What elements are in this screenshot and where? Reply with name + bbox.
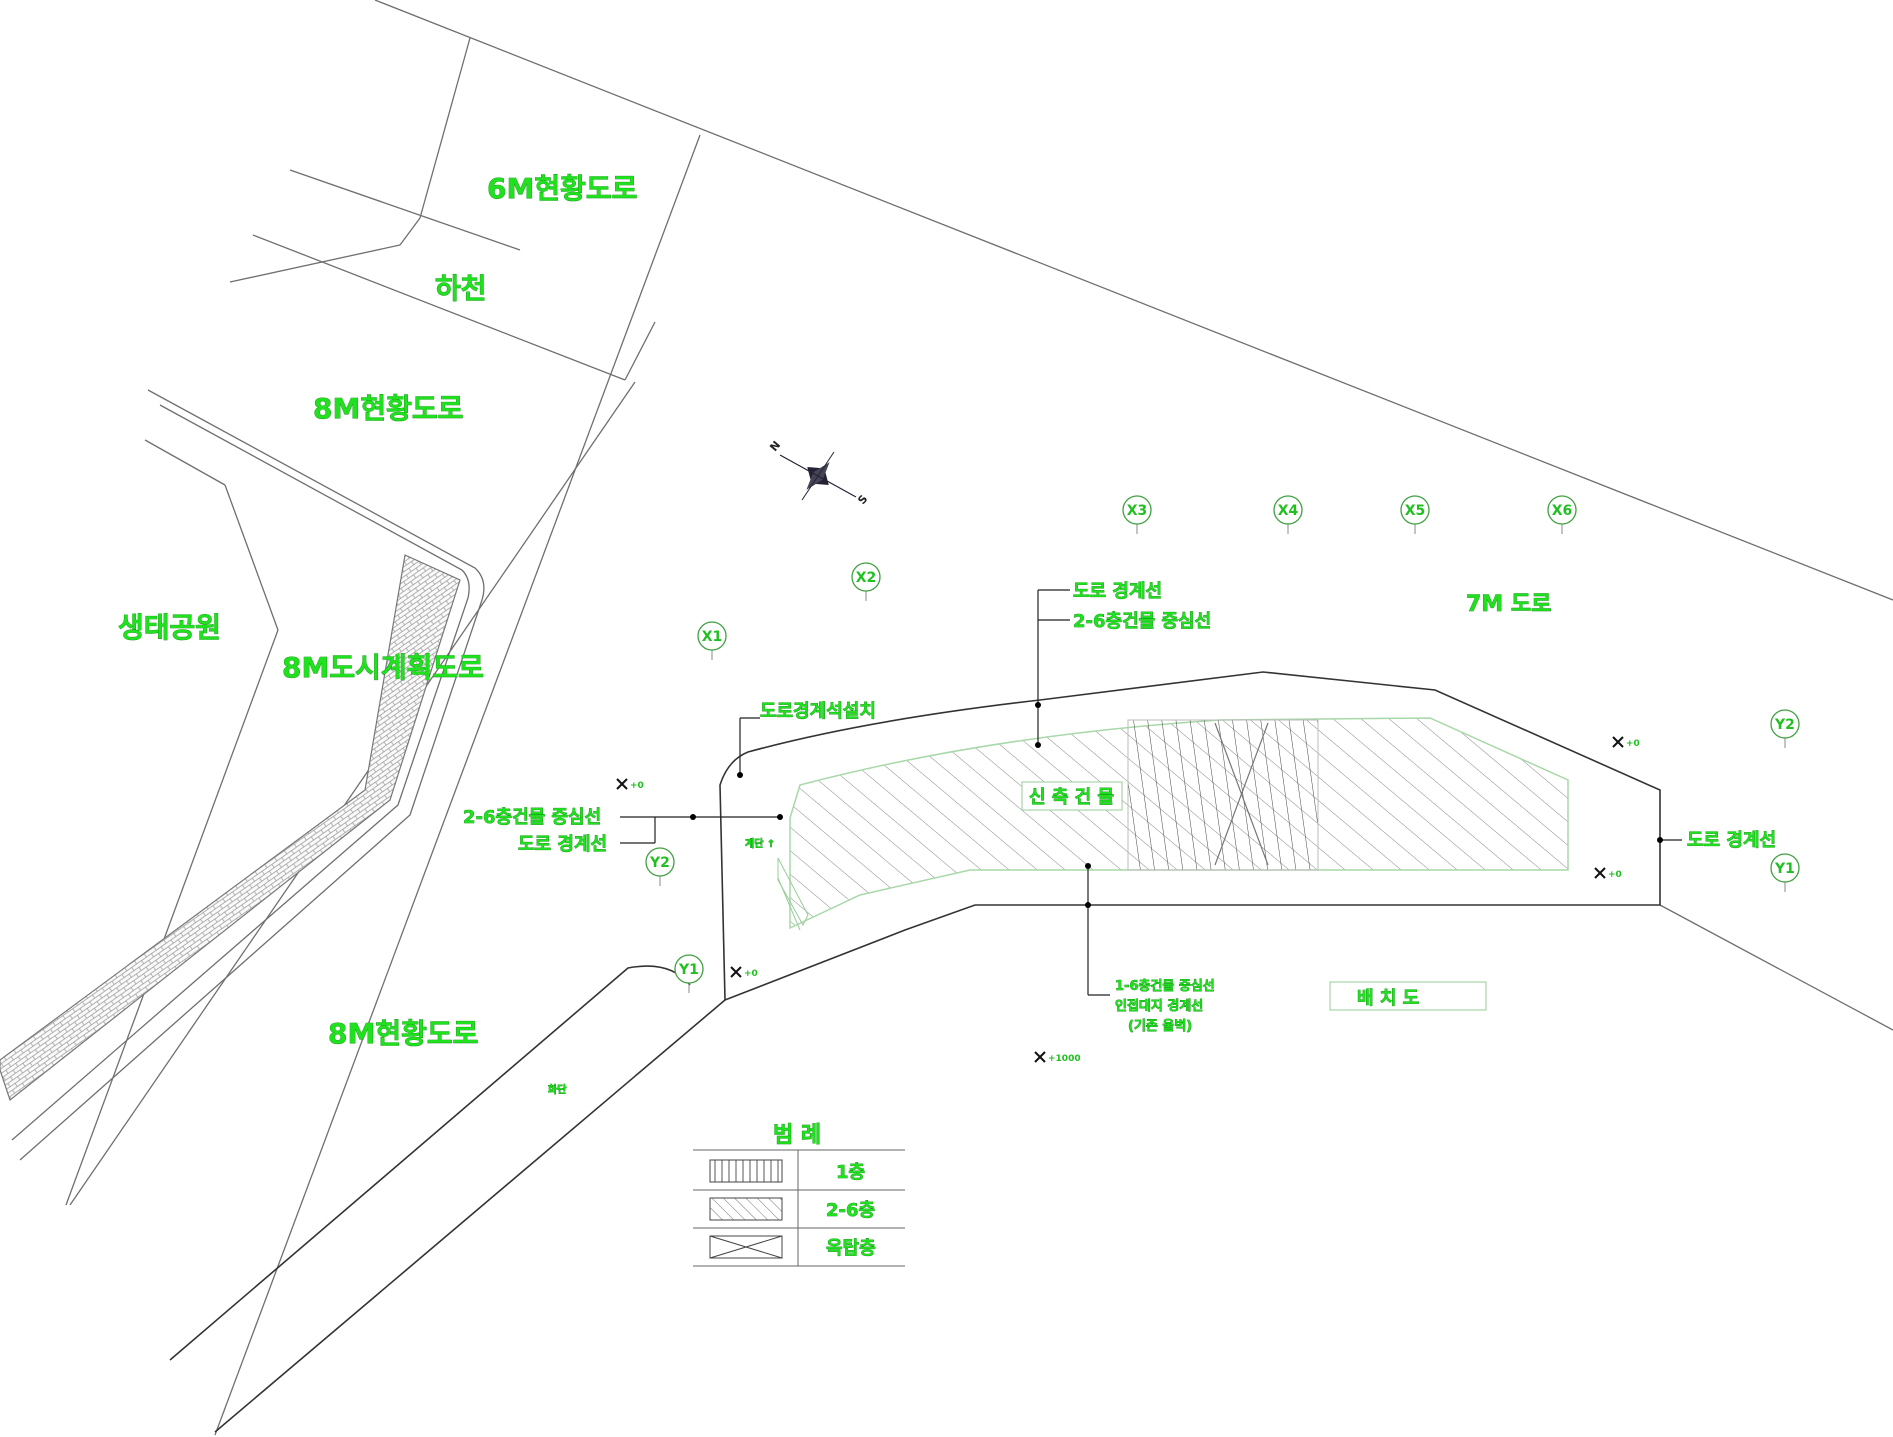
area-labels: 6M현황도로 하천 8M현황도로 생태공원 8M도시계획도로 8M현황도로 7M… [118,172,1552,1051]
legend: 범 례 1층 2-6층 옥탑층 [693,1123,905,1267]
annotation-labels: 도로 경계선 2-6층건물 중심선 도로경계석설치 2-6층건물 중심선 도로 … [463,581,1777,1097]
grid-marker-y2: Y2 [1770,709,1800,748]
grid-marker-x6: X6 [1547,495,1577,534]
label-road-boundary-right: 도로 경계선 [1687,830,1776,851]
level-markers: +0 +0 +0 +0 +1000 [616,736,1640,1064]
leader-lines [620,589,1682,996]
label-existing-fence: (기존 울벽) [1128,1018,1192,1034]
site-plan-title: 배 치 도 [1329,981,1487,1011]
grid-marker-text: X1 [702,629,723,645]
new-building-title: 신 축 건 물 [1021,781,1123,811]
grid-marker-text: Y2 [1774,717,1795,733]
label-eco-park: 생태공원 [118,611,221,644]
label-road-8m-bottom: 8M현황도로 [328,1017,478,1050]
compass-rose: N S [767,439,870,507]
level-marker: +0 [1594,867,1622,880]
label-road-7m: 7M 도로 [1466,592,1551,617]
grid-marker-text: Y1 [1774,861,1795,877]
grid-marker-y1: Y1 [1770,853,1800,892]
grid-marker-x2: X2 [851,562,881,601]
label-adjacent-boundary: 인접대지 경계선 [1115,998,1203,1014]
legend-label-rooftop: 옥탑층 [826,1238,876,1259]
label-road-boundary-top: 도로 경계선 [1073,581,1162,602]
grid-marker-x5: X5 [1400,495,1430,534]
compass-north: N [767,439,783,454]
legend-label-1f: 1층 [836,1162,865,1183]
legend-label-2-6f: 2-6층 [826,1200,875,1221]
label-new-building: 신 축 건 물 [1029,787,1114,808]
grid-marker-y1: Y1 [674,954,704,993]
legend-swatch-2-6f [709,1197,783,1221]
label-small-note-left: 화단 [548,1083,567,1096]
label-small-note-inner: 계단 ↑ [745,837,775,850]
level-marker-text: +0 [1608,870,1622,880]
label-curb-install: 도로경계석설치 [760,701,876,722]
label-road-8m-city: 8M도시계획도로 [282,651,484,684]
site-boundary [719,671,1661,1002]
label-bldg-centerline-top: 2-6층건물 중심선 [1073,611,1211,632]
grid-marker-text: X6 [1552,503,1573,519]
new-building-footprint [777,717,1569,931]
grid-marker-text: Y2 [649,855,670,871]
grid-marker-text: X2 [856,570,877,586]
label-stream: 하천 [435,272,487,305]
legend-title: 범 례 [773,1123,821,1148]
grid-marker-x4: X4 [1273,495,1303,534]
road-lines [65,0,1893,1436]
label-road-boundary-left: 도로 경계선 [518,834,607,855]
label-bldg-centerline-left: 2-6층건물 중심선 [463,807,601,828]
level-marker: +0 [730,966,758,979]
level-marker: +1000 [1034,1051,1081,1064]
label-road-6m: 6M현황도로 [487,172,637,205]
grid-marker-text: X4 [1278,503,1299,519]
level-marker-text: +0 [1626,739,1640,749]
grid-marker-x3: X3 [1122,495,1152,534]
level-marker: +0 [1612,736,1640,749]
level-marker-text: +0 [630,781,644,791]
level-marker-text: +1000 [1048,1054,1081,1064]
level-marker-text: +0 [744,969,758,979]
grid-marker-text: Y1 [678,962,699,978]
legend-swatch-1f [709,1159,783,1183]
city-road-paving [0,389,485,1161]
grid-marker-text: X5 [1405,503,1426,519]
legend-swatch-rooftop [709,1235,783,1259]
label-centerline-1-6: 1-6층건물 중심선 [1115,978,1215,994]
label-road-8m-top: 8M현황도로 [313,392,463,425]
label-site-plan-title: 배 치 도 [1357,988,1419,1009]
grid-marker-x1: X1 [697,621,727,660]
level-marker: +0 [616,778,644,791]
grid-marker-text: X3 [1127,503,1148,519]
grid-marker-y2: Y2 [645,847,675,886]
compass-south: S [855,492,870,506]
